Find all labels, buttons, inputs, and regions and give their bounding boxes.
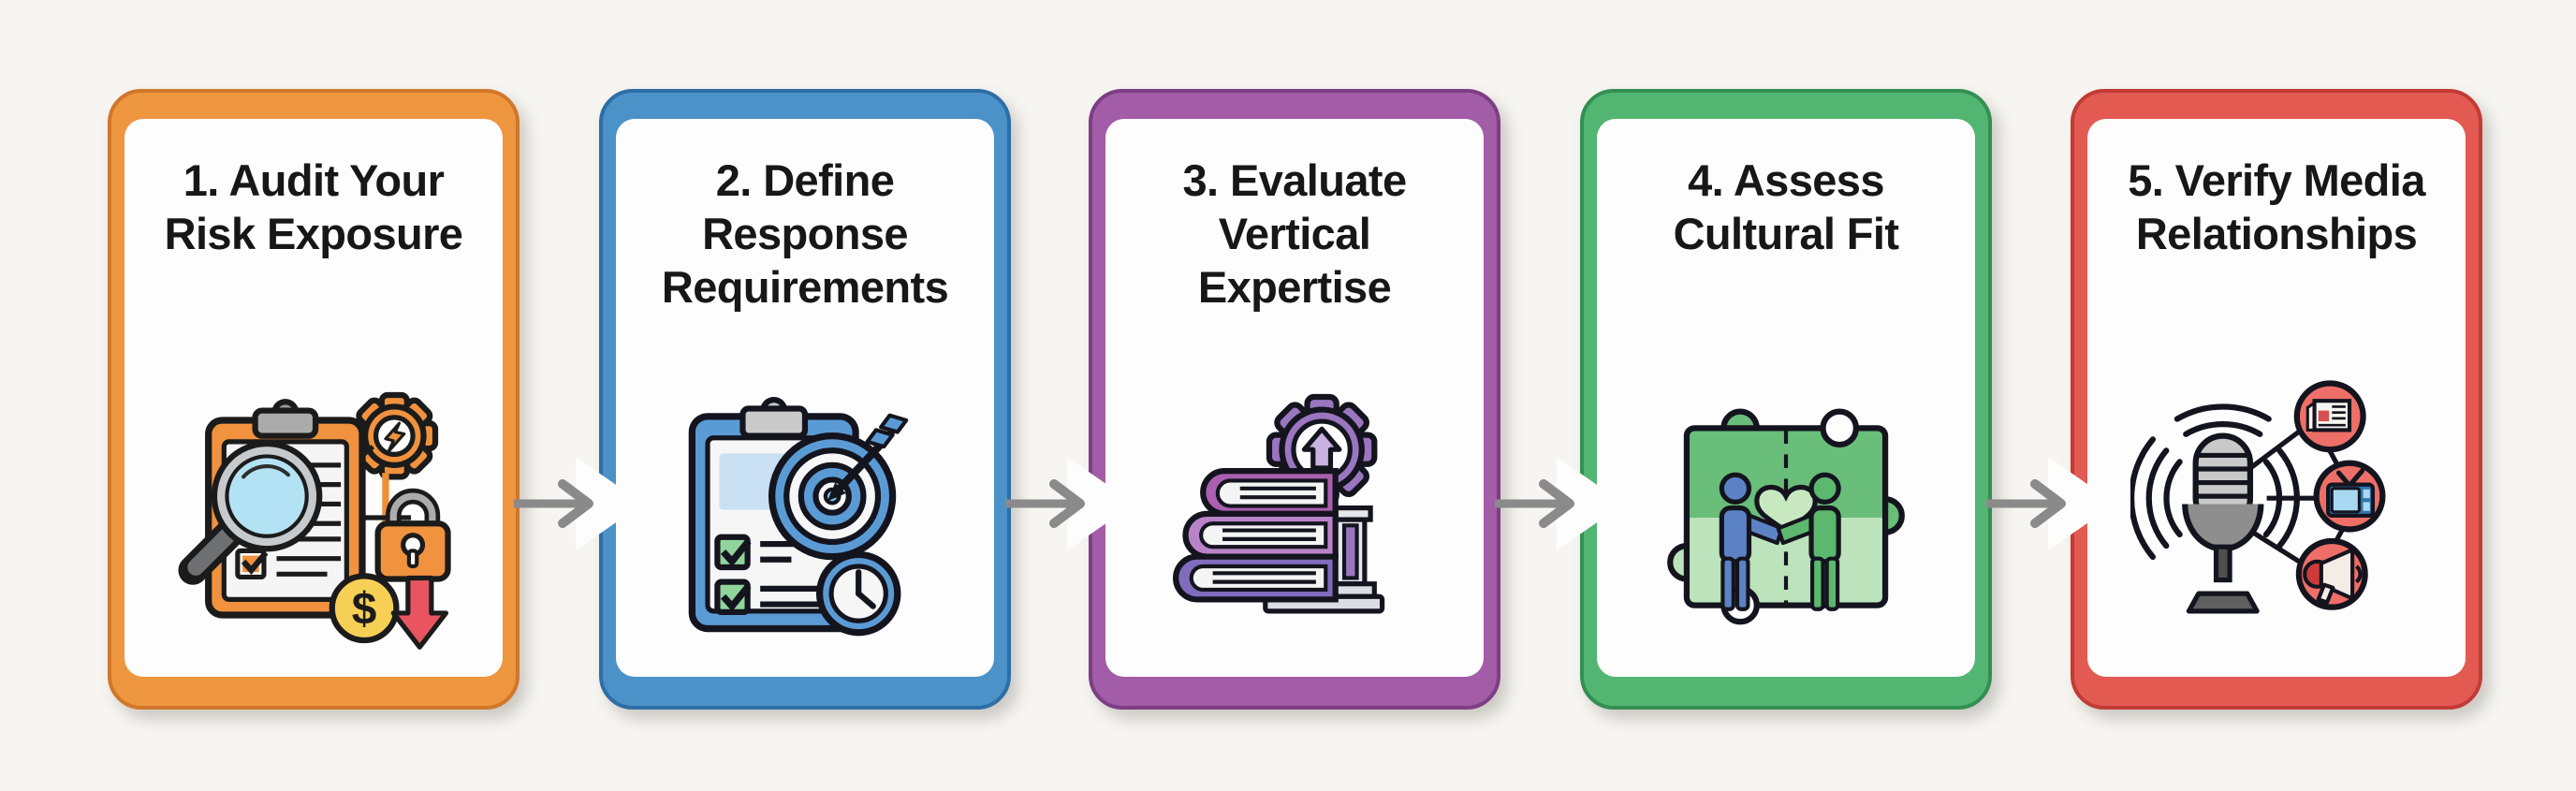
step-card-4-body: 4. Assess Cultural Fit [1597,119,1975,677]
response-checklist-target-clock-icon [688,397,909,637]
step-title-line: 4. Assess [1688,155,1884,205]
right-arrow-icon [1495,479,1574,528]
right-arrow-icon [1986,479,2066,528]
step-title-3: 3. Evaluate Vertical Expertise [1105,154,1484,315]
right-arrow-icon [514,479,593,528]
step-card-2-body: 2. Define Response Requirements [616,119,994,677]
step-card-5-body: 5. Verify Media Relationships [2087,119,2466,677]
step-title-line: Cultural Fit [1673,208,1899,258]
audit-risk-clipboard-magnifier-icon: $ [178,391,451,650]
step-card-5-media-relationships: 5. Verify Media Relationships [2071,89,2482,710]
svg-text:$: $ [352,584,377,634]
step-title-line: Vertical [1218,208,1371,258]
step-title-line: Response [702,208,908,258]
flow-connector-1-2 [510,457,660,550]
microphone-media-network-icon [2130,380,2386,614]
step-title-line: 2. Define [715,155,895,205]
step-card-4-cultural-fit: 4. Assess Cultural Fit [1580,89,1992,710]
step-title-4: 4. Assess Cultural Fit [1597,154,1975,261]
step-title-line: 3. Evaluate [1182,155,1408,205]
step-5-icon-box [2130,370,2422,666]
step-card-1-body: 1. Audit Your Risk Exposure [124,119,503,677]
puzzle-handshake-heart-icon [1667,408,1905,625]
step-4-icon-box [1640,370,1932,666]
step-2-icon-box [659,370,951,666]
step-title-line: 5. Verify Media [2128,155,2425,205]
step-title-line: 1. Audit Your [183,155,445,205]
step-title-line: Relationships [2135,208,2418,258]
step-card-3-vertical-expertise: 3. Evaluate Vertical Expertise [1089,89,1500,710]
step-title-2: 2. Define Response Requirements [616,154,994,315]
books-gear-column-icon [1173,393,1385,614]
right-arrow-icon [1005,479,1085,528]
step-card-1-audit-risk: 1. Audit Your Risk Exposure [108,89,520,710]
step-title-line: Risk Exposure [164,208,463,258]
step-title-line: Expertise [1197,261,1392,312]
step-card-3-body: 3. Evaluate Vertical Expertise [1105,119,1484,677]
flow-connector-3-4 [1491,457,1641,550]
step-1-icon-box: $ [168,370,460,666]
flow-connector-2-3 [1002,457,1151,550]
step-card-2-response-requirements: 2. Define Response Requirements [599,89,1011,710]
step-title-line: Requirements [661,261,949,312]
step-3-icon-box [1149,370,1441,666]
step-title-5: 5. Verify Media Relationships [2087,154,2466,261]
step-title-1: 1. Audit Your Risk Exposure [124,154,503,261]
flow-connector-4-5 [1983,457,2132,550]
